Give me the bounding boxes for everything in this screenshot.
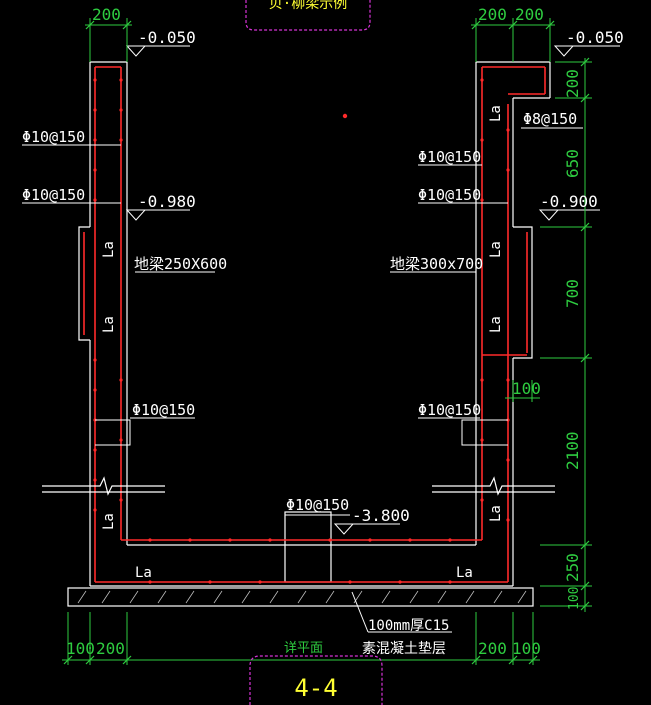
dim-right-100-mid: 100 xyxy=(512,379,541,398)
dim-top-right-b: 200 xyxy=(515,5,544,24)
rebar-right-top: Φ8@150 xyxy=(523,110,577,128)
dim-right-700: 700 xyxy=(563,279,582,308)
title-tag-top: 贝·柳梁示例 xyxy=(245,0,371,31)
level-mid-left: -0.980 xyxy=(138,192,196,211)
dimension-ticks xyxy=(63,20,590,665)
title-top-text: 贝·柳梁示例 xyxy=(269,0,347,12)
dim-right-100-bottom: 100 xyxy=(567,587,582,610)
rebar-left-3: Φ10@150 xyxy=(132,401,195,419)
level-markers xyxy=(125,45,620,535)
beam-left-label: 地梁250X600 xyxy=(134,255,227,273)
dimension-texts: 200 200 200 200 650 700 100 2100 250 100… xyxy=(66,5,582,658)
dim-bottom-left-a: 100 xyxy=(66,639,95,658)
break-lines xyxy=(42,476,555,496)
level-top-left: -0.050 xyxy=(138,28,196,47)
section-tag: 4-4 xyxy=(249,655,383,705)
la-right-beam-upper: La xyxy=(488,241,504,258)
detail-note: 详平面 xyxy=(284,641,323,656)
dim-top-right-a: 200 xyxy=(478,5,507,24)
cushion-texts: 100mm厚C15 素混凝土垫层 xyxy=(362,618,449,657)
la-bottom-right: La xyxy=(456,565,473,581)
rebar-right-3: Φ10@150 xyxy=(418,401,481,419)
la-right-wall-bottom: La xyxy=(488,505,504,522)
beam-texts: 地梁250X600 地梁300x700 xyxy=(134,255,483,273)
la-left-beam-lower: La xyxy=(101,316,117,333)
cushion-line2: 素混凝土垫层 xyxy=(362,641,446,657)
rebar-left-2: Φ10@150 xyxy=(22,186,85,204)
level-top-right: -0.050 xyxy=(566,28,624,47)
rebar-dots xyxy=(93,78,510,584)
level-mid-right: -0.900 xyxy=(540,192,598,211)
cushion-line1: 100mm厚C15 xyxy=(368,618,449,634)
dim-bottom-left-b: 200 xyxy=(96,639,125,658)
rebar-left-1: Φ10@150 xyxy=(22,128,85,146)
la-right-beam-lower: La xyxy=(488,316,504,333)
anchor-texts: La La La La La La La La La xyxy=(101,105,504,581)
la-bottom-left: La xyxy=(135,565,152,581)
dim-top-left: 200 xyxy=(92,5,121,24)
rebar-right-2: Φ10@150 xyxy=(418,186,481,204)
la-left-wall-bottom: La xyxy=(101,513,117,530)
dim-bottom-right-b: 100 xyxy=(512,639,541,658)
rebar-texts: Φ10@150 Φ10@150 Φ10@150 Φ8@150 Φ10@150 Φ… xyxy=(22,110,577,514)
dim-bottom-right-a: 200 xyxy=(478,639,507,658)
dim-right-650: 650 xyxy=(563,149,582,178)
dim-right-250: 250 xyxy=(563,553,582,582)
leader-lines xyxy=(22,127,583,516)
la-right-top: La xyxy=(488,105,504,122)
wall-outline xyxy=(78,61,551,587)
la-left-beam-upper: La xyxy=(101,241,117,258)
rebar-bottom-center: Φ10@150 xyxy=(286,496,349,514)
rebar-lines xyxy=(83,66,546,583)
concrete-cushion xyxy=(67,587,534,607)
cushion-leader xyxy=(351,591,369,633)
dim-right-2100: 2100 xyxy=(563,431,582,470)
beam-right-label: 地梁300x700 xyxy=(390,255,483,273)
level-texts: -0.050 -0.050 -0.980 -0.900 -3.800 xyxy=(138,28,624,525)
level-bottom: -3.800 xyxy=(352,506,410,525)
section-label: 4-4 xyxy=(294,674,337,702)
dim-right-200: 200 xyxy=(563,69,582,98)
rebar-right-1: Φ10@150 xyxy=(418,148,481,166)
